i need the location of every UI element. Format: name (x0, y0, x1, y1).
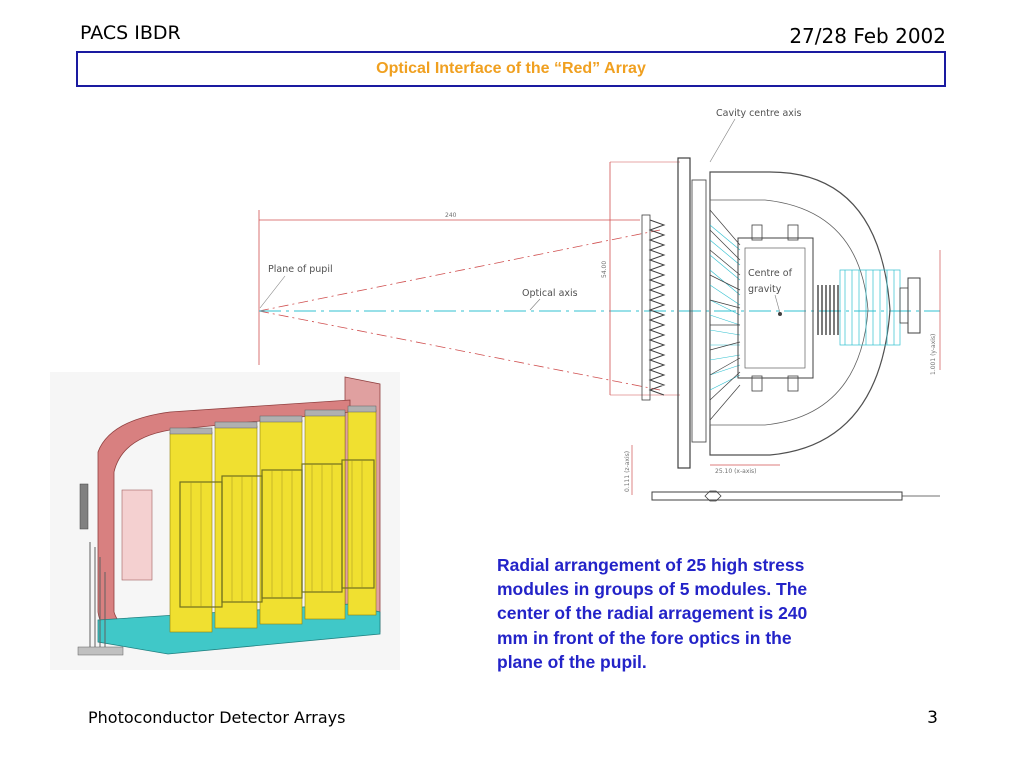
dimension-240-label: 240 (445, 212, 457, 219)
connector (907, 277, 921, 334)
fan-lines (709, 224, 741, 391)
slide-title: Optical Interface of the “Red” Array (376, 60, 646, 77)
header-title: PACS IBDR (80, 22, 181, 44)
housing-outline (709, 171, 891, 456)
cog-label-1: Centre of (748, 268, 793, 279)
page-number: 3 (927, 708, 938, 728)
technical-drawing: 240 Plane of pupil Optical axis Cavity c… (258, 108, 941, 502)
cable-bundle (817, 285, 839, 335)
z-axis-dimension-label: 0.111 (z-axis) (624, 451, 631, 492)
y-axis-dimension-label: 1.001 (y-axis) (930, 334, 937, 375)
caption-text: Radial arrangement of 25 high stress mod… (497, 555, 808, 672)
core-block (737, 237, 814, 379)
footer-title: Photoconductor Detector Arrays (88, 708, 346, 727)
bottom-bar (651, 491, 903, 501)
optical-axis-label: Optical axis (522, 288, 578, 299)
cog-label-2: gravity (748, 284, 782, 295)
pupil-label: Plane of pupil (268, 264, 333, 275)
cone-upper-line (258, 229, 661, 312)
cavity-axis-label: Cavity centre axis (716, 108, 802, 119)
cone-lower-line (258, 310, 661, 391)
header-date: 27/28 Feb 2002 (789, 24, 946, 48)
cog-point (778, 312, 782, 316)
array-rendering (50, 372, 400, 670)
slide-title-box: Optical Interface of the “Red” Array (76, 51, 946, 87)
x-axis-dimension-label: 25.10 (x-axis) (715, 468, 757, 475)
module-zigzag (648, 219, 666, 396)
height-dimension-label: 54.00 (601, 261, 608, 278)
flange-plate (677, 157, 691, 469)
cables (89, 542, 106, 654)
